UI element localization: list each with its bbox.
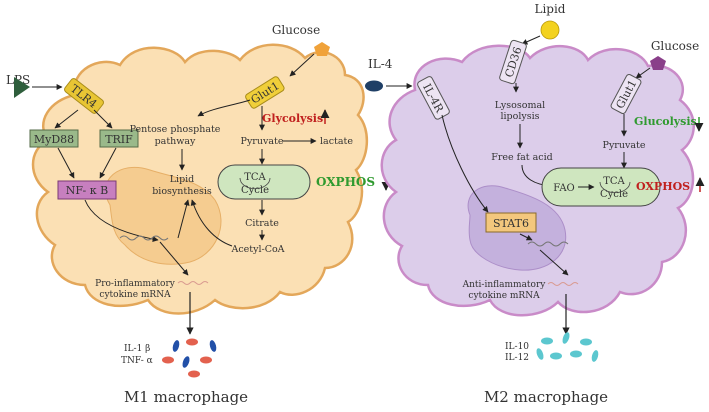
il12-label: IL-12	[505, 353, 529, 363]
il4-icon	[365, 80, 383, 92]
lipid-arrow	[521, 35, 541, 45]
acetyl-coa-label: Acetyl-CoA	[230, 244, 284, 255]
m2-tca-oval	[541, 167, 661, 207]
il4r-to-stat6-arrow	[441, 114, 489, 213]
m2-macrophage: IL-4 IL-4R Lipid CD36 Lysosomal lipolysi…	[365, 2, 705, 406]
m1-tca-cycle-icon	[239, 177, 271, 190]
m1-caption: M1 macrophage	[124, 388, 248, 406]
dna-to-lipid-arrow	[177, 199, 190, 239]
m2-glucose-label: Glucose	[651, 39, 699, 53]
m1-pyruvate-label: Pyruvate	[241, 136, 284, 147]
myd88-to-nfkb-arrow	[57, 147, 75, 179]
trif-label: TRIF	[105, 133, 133, 146]
lipid-biosynthesis-line1: Lipid	[170, 174, 195, 185]
lysosomal-label-line2: lipolysis	[500, 111, 539, 122]
m2-dna-to-mrna-arrow	[539, 249, 569, 276]
lipid-biosynthesis-line2: biosynthesis	[152, 186, 212, 197]
nfkb-label: NF- κ B	[66, 184, 108, 197]
m2-tca-cycle-icon	[599, 181, 631, 194]
dna-to-mrna-arrow	[159, 241, 189, 276]
stat6-box	[485, 212, 537, 233]
m1-macrophage: LPS TLR4 MyD88 TRIF NF- κ B Pro-inflamma…	[6, 23, 391, 406]
m2-dna-icon	[527, 241, 569, 247]
stat6-label: STAT6	[493, 217, 529, 230]
tnfa-label: TNF- α	[121, 356, 153, 366]
m2-glucose-icon	[650, 56, 666, 70]
lipid-label: Lipid	[534, 2, 565, 16]
il10-label: IL-10	[505, 342, 529, 352]
m1-cell-body	[31, 43, 369, 315]
m2-glycolysis-label: Glucolysis	[634, 115, 697, 128]
il1b-label: IL-1 β	[124, 344, 150, 354]
m2-tca-label-line1: TCA	[603, 176, 625, 187]
m1-oxphos-label: OXPHOS	[316, 175, 375, 189]
glut1-to-ppp-arrow	[197, 99, 251, 117]
m1-tca-label-line2: Cycle	[241, 185, 269, 196]
m1-mrna-label-line2: cytokine mRNA	[99, 290, 171, 300]
ppp-label-line1: Pentose phosphate	[130, 124, 221, 135]
m2-caption: M2 macrophage	[484, 388, 608, 406]
stat6-to-dna-arrow	[519, 233, 533, 241]
myd88-label: MyD88	[34, 133, 74, 146]
myd88-box	[29, 129, 79, 148]
free-fatty-acid-label: Free fat acid	[491, 152, 553, 163]
lipid-icon	[540, 20, 560, 40]
trif-to-nfkb-arrow	[99, 147, 117, 179]
ppp-label-line2: pathway	[155, 136, 196, 147]
lysosomal-label-line1: Lysosomal	[495, 100, 545, 111]
acetylcoa-to-lipid-arrow	[190, 199, 233, 247]
m1-tca-label-line1: TCA	[244, 172, 266, 183]
m2-mrna-label-line1: Anti-inflammatory	[462, 280, 547, 290]
lps-icon	[14, 77, 30, 98]
m1-glucose-arrow	[289, 53, 315, 77]
fao-label: FAO	[553, 183, 575, 194]
trif-box	[99, 129, 139, 148]
nfkb-box	[57, 180, 117, 200]
tlr4-to-myd88-arrow	[54, 109, 79, 129]
m2-tca-label-line2: Cycle	[600, 189, 628, 200]
m2-glucose-arrow	[635, 67, 651, 79]
m1-glucose-label: Glucose	[272, 23, 320, 37]
m1-glycolysis-label: Glycolysis	[262, 112, 323, 125]
lactate-label: lactate	[320, 136, 353, 147]
m2-pyruvate-label: Pyruvate	[603, 140, 646, 151]
tlr4-to-trif-arrow	[93, 109, 113, 129]
nfkb-to-dna-arrow	[84, 199, 159, 243]
m1-nucleus	[105, 166, 222, 265]
m2-oxphos-label: OXPHOS	[636, 180, 690, 193]
citrate-label: Citrate	[245, 218, 279, 229]
m2-mrna-label-line2: cytokine mRNA	[468, 291, 540, 301]
m2-cell-body	[380, 44, 695, 317]
il4-label: IL-4	[368, 57, 393, 71]
m1-dna-icon	[119, 235, 169, 241]
m1-cytokine-dots	[162, 338, 217, 378]
m2-cytokine-dots	[536, 332, 599, 362]
m2-mrna-icon	[547, 282, 579, 286]
m1-tca-oval	[217, 164, 311, 200]
m1-mrna-icon	[177, 281, 209, 285]
m1-glucose-icon	[314, 42, 330, 56]
cd36-receptor: CD36	[499, 39, 527, 85]
m1-mrna-label-line1: Pro-inflammatory	[95, 279, 176, 289]
